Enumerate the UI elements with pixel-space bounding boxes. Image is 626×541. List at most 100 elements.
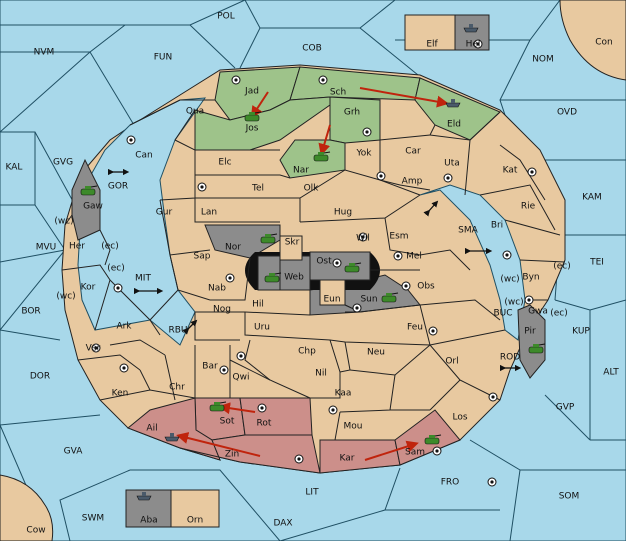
land-label: Rot [257, 419, 272, 429]
land-label: Mel [406, 252, 422, 262]
tank-icon [313, 151, 331, 162]
land-label: Hug [334, 208, 352, 218]
arrow-rot-sot [218, 402, 256, 415]
territory-orn[interactable] [170, 489, 220, 528]
sea-label: MVU [36, 243, 57, 253]
territory-cow[interactable] [0, 474, 54, 541]
sea-label: Con [595, 38, 613, 48]
sea-label: BUC [493, 309, 512, 319]
land-label: Obs [417, 282, 435, 292]
sea-label: KAM [582, 193, 602, 203]
land-label: Orn [187, 516, 203, 526]
land-label: Uru [254, 323, 270, 333]
land-label: Her [69, 242, 85, 252]
arrow-kar-sam [364, 440, 419, 461]
land-label: Kor [81, 283, 96, 293]
territory-sch[interactable] [289, 66, 421, 101]
sea-label: DAX [273, 519, 292, 529]
territory-rot[interactable] [239, 397, 313, 436]
land-label: Los [452, 413, 467, 423]
coast-label: (ec) [550, 309, 568, 319]
sea-label: POL [217, 12, 235, 22]
ship-icon [445, 99, 461, 108]
land-label: Nil [315, 369, 327, 379]
sc-gwa [524, 295, 534, 305]
territory-nor[interactable] [204, 224, 281, 259]
sea-label: FUN [154, 53, 173, 63]
supply-centers [91, 39, 537, 487]
sc-nab [225, 273, 235, 283]
sc-kor [113, 283, 123, 293]
land-label: Can [135, 151, 153, 161]
ship-icon [136, 492, 152, 501]
sea-label: KAL [6, 163, 23, 173]
tank-icon [424, 434, 442, 445]
inner-sea-north [77, 97, 207, 346]
sc-can [126, 135, 136, 145]
land-label: Zin [225, 450, 239, 460]
sea-label: KUP [572, 327, 590, 337]
land-label: Hel [466, 40, 481, 50]
land-label: Nar [293, 166, 309, 176]
coast-label: (wc) [56, 292, 75, 302]
tank-icon [260, 233, 278, 244]
sea-label: GVG [53, 158, 73, 168]
land-label: Feu [407, 323, 423, 333]
territory-skr[interactable] [279, 235, 303, 261]
land-label: Nog [213, 305, 231, 315]
arrow-zin-ail [176, 432, 261, 457]
sea-label: OVD [557, 108, 577, 118]
land-label: Car [405, 147, 421, 157]
sc-sam [432, 446, 442, 456]
land-label: Jos [245, 124, 259, 134]
land-label: Grh [344, 108, 360, 118]
tank-icon [209, 401, 227, 412]
sea-label: GOR [108, 182, 128, 192]
land-label: Aba [140, 516, 157, 526]
land-label: Chp [298, 347, 316, 357]
sc-mel [393, 251, 403, 261]
territory-grh[interactable] [329, 96, 381, 144]
territory-elf[interactable] [404, 14, 456, 51]
sea-label: NVM [34, 48, 55, 58]
sc-grh [362, 127, 372, 137]
ship-icon [463, 24, 479, 33]
land-label: Sch [330, 88, 346, 98]
land-label: Gaw [83, 202, 103, 212]
land-label: Yok [355, 149, 372, 159]
land-label: Wil [356, 234, 370, 244]
sea-label: GVA [64, 447, 84, 457]
land-label: Qua [186, 107, 204, 117]
connectors [107, 168, 522, 372]
territory-hel[interactable] [454, 14, 490, 51]
land-labels: Elf Hel Jad Sch Qua Jos Grh Eld Can Elc … [69, 40, 548, 526]
sea-label: ROD [500, 353, 520, 363]
sea-label: RBU [168, 326, 187, 336]
move-arrows [176, 87, 449, 461]
sea-label: SWM [82, 514, 104, 524]
land-label: Gwa [528, 307, 548, 317]
land-label: Jad [244, 87, 259, 97]
land-label: Nab [208, 284, 226, 294]
tank-icon [381, 292, 399, 303]
land-label: Bar [202, 362, 218, 372]
sc-zin [294, 454, 304, 464]
sea-label: NOM [532, 55, 554, 65]
sc-fro [487, 477, 497, 487]
coast-label: (ec) [101, 242, 119, 252]
sc-kaa [328, 405, 338, 415]
land-label: Byn [522, 273, 539, 283]
conn-sma [423, 200, 439, 217]
units [80, 24, 546, 501]
sea-label: BOR [21, 307, 40, 317]
territory-eun[interactable] [319, 279, 346, 306]
land-label: Bri [491, 221, 503, 231]
territory-con[interactable] [559, 0, 626, 81]
sea-label: SMA [458, 226, 478, 236]
sea-labels: POL NVM FUN COB NOM Con OVD KAL GVG KAM … [6, 12, 620, 536]
land-label: Qwi [233, 373, 250, 383]
territory-pir[interactable] [517, 304, 546, 379]
sc-obs [401, 281, 411, 291]
